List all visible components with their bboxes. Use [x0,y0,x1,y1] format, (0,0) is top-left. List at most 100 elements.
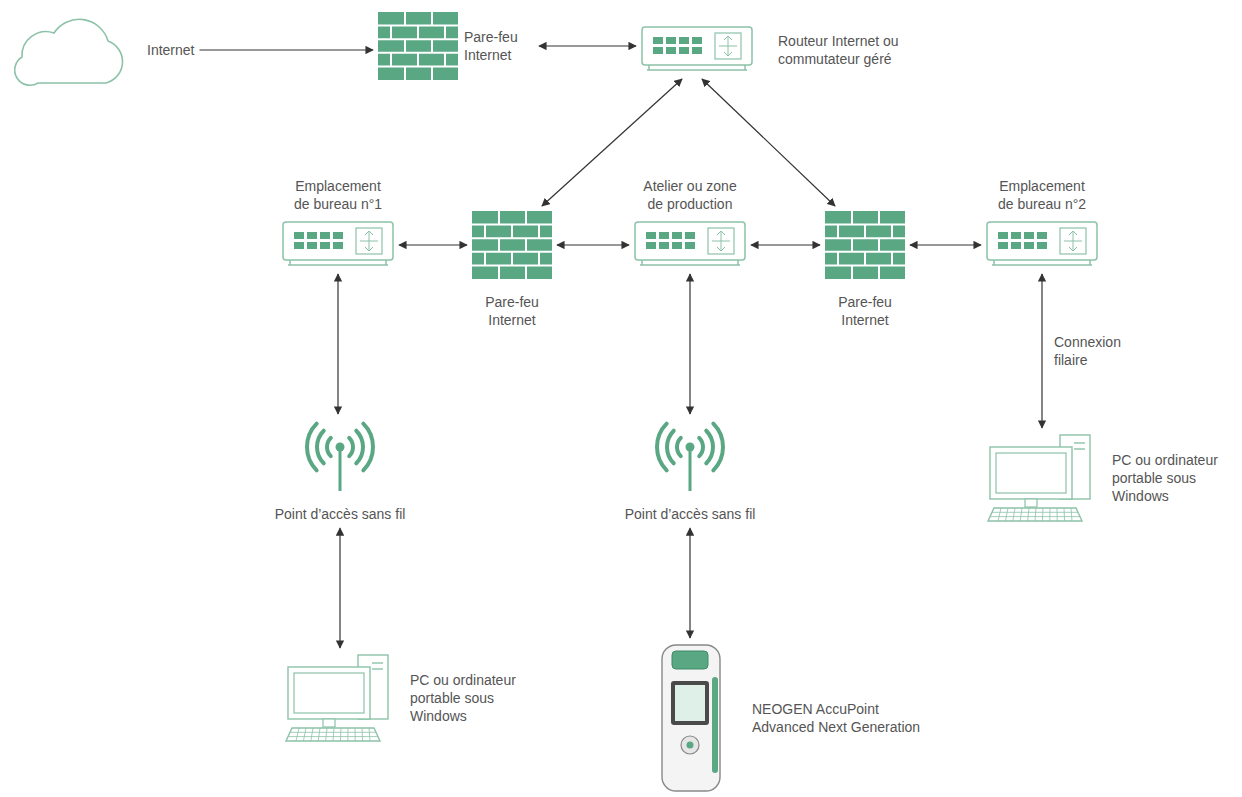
connector-arrow [689,274,690,414]
firewall-mortar [444,26,446,40]
switch-port [998,242,1008,249]
firewall-mortar [390,26,392,40]
firewall-icon [472,211,552,279]
switch-port [1024,242,1034,249]
firewall-mortar [891,225,893,239]
device-button-center [687,742,694,749]
pc-keys [1005,508,1008,521]
switch-body [987,222,1097,260]
pc-stand [323,719,335,727]
firewall-mortar [864,225,866,239]
firewall-mortar [417,26,419,40]
pc-keys [296,728,299,741]
firewall-mortar [404,66,406,80]
switch-leg [641,260,643,265]
firewall-mortar [417,53,419,67]
signal-wave [713,424,723,471]
switch-port [659,242,669,249]
switch-base [647,69,747,71]
pc-keys [1064,508,1066,521]
antenna-mast [689,449,692,491]
node-label: Routeur Internet ou commutateur géré [778,32,928,68]
device-node: Internet [8,13,194,87]
computer-icon [986,433,1098,523]
pc-stand [1025,499,1037,507]
device-node: Atelier ou zone de production [634,177,746,269]
switch-icon [641,26,753,74]
firewall-mortar [891,252,893,266]
pc-keys [1028,508,1029,521]
pc-keys [318,728,320,741]
firewall-mortar [837,225,839,239]
firewall-mortar [404,39,406,53]
signal-wave [349,438,353,456]
switch-panel [356,228,382,254]
pc-monitor [990,447,1072,499]
firewall-mortar [484,225,486,239]
firewall-mortar [538,225,540,239]
device-node: Point d’accès sans fil [625,419,756,523]
pc-keyboard [988,508,1082,521]
pc-keys [1042,508,1044,521]
switch-base [992,264,1092,266]
pc-keys [1057,508,1058,521]
node-label: Atelier ou zone de production [635,177,745,213]
switch-port [333,242,343,249]
switch-body [642,27,752,65]
switch-icon [282,221,394,269]
pc-tower-slot [1074,448,1085,449]
switch-leg [385,260,387,265]
access-point-icon [292,419,388,491]
pc-tower-slot [372,668,383,669]
pc-keys [333,728,334,741]
antenna-dot [336,443,345,452]
pc-keys [992,512,1078,513]
switch-port [685,232,695,239]
switch-port [679,47,689,54]
signal-wave [699,438,703,456]
device-node: Pare-feu Internet [825,211,905,329]
pc-keys [369,728,370,741]
firewall-mortar [498,265,500,279]
switch-port [320,242,330,249]
switch-icon [986,221,1098,269]
connector-arrow [910,244,981,245]
node-label: NEOGEN AccuPoint Advanced Next Generatio… [752,700,937,736]
firewall-mortar [431,12,433,26]
pc-keys [1013,508,1015,521]
connector-arrow [337,274,338,414]
switch-arrows [1064,231,1082,251]
switch-port [666,37,676,44]
switch-arrows [712,231,730,251]
device-head [672,651,708,669]
firewall-mortar [431,66,433,80]
firewall-mortar [878,265,880,279]
pc-keys [340,728,342,741]
signal-wave [706,431,713,464]
switch-port [307,242,317,249]
firewall-mortar [444,53,446,67]
node-label: Pare-feu Internet [464,28,534,64]
device-node: Emplacement de bureau n°1 [282,177,394,269]
switch-panel [715,33,741,59]
device-display [675,685,705,721]
firewall-mortar [864,252,866,266]
switch-panel [708,228,734,254]
firewall-mortar [851,238,853,252]
signal-wave [363,424,373,471]
switch-port [320,232,330,239]
node-label: Pare-feu Internet [472,293,552,329]
device-node: Point d’accès sans fil [275,419,406,523]
signal-wave [667,431,674,464]
firewall-mortar [878,211,880,225]
device-node: Emplacement de bureau n°2 [986,177,1098,269]
firewall-body [378,12,458,80]
device-node: PC ou ordinateur portable sous Windows [284,653,528,743]
node-label: Point d’accès sans fil [275,505,406,523]
firewall-mortar [525,265,527,279]
device-body [662,645,720,791]
signal-wave [356,431,363,464]
pc-screen [996,453,1066,493]
switch-port [998,232,1008,239]
firewall-body [472,211,552,279]
